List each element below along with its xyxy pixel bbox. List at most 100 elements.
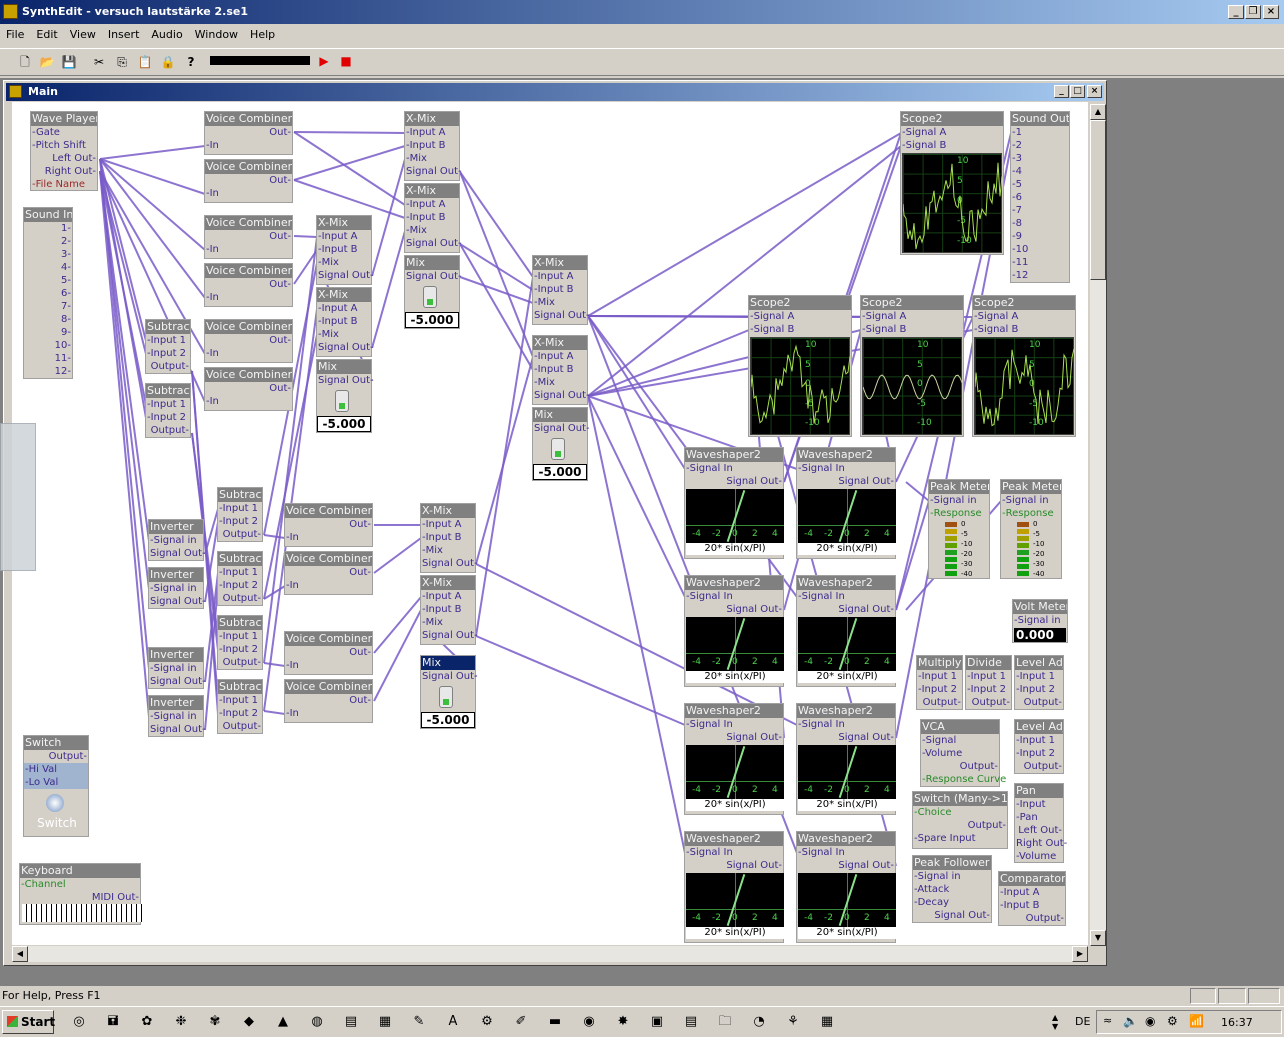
input-pin[interactable]: -Mix xyxy=(422,545,443,556)
waveshaper-formula[interactable]: 20* sin(x/PI) xyxy=(686,927,784,939)
output-pin[interactable]: 6- xyxy=(61,288,71,299)
output-pin[interactable]: 3- xyxy=(61,249,71,260)
output-pin[interactable]: Output- xyxy=(1023,697,1062,708)
input-pin[interactable]: -Input A xyxy=(534,351,574,362)
input-pin[interactable]: -In xyxy=(206,292,219,303)
output-pin[interactable]: Output- xyxy=(48,751,87,762)
input-pin[interactable]: -In xyxy=(206,348,219,359)
input-pin[interactable]: -Signal A xyxy=(750,311,795,322)
output-pin[interactable]: Output- xyxy=(222,657,261,668)
quick-launch-icon[interactable]: ✎ xyxy=(413,1014,425,1029)
patch-wire[interactable] xyxy=(99,158,147,342)
input-pin[interactable]: -3 xyxy=(1012,153,1022,164)
waveshaper-formula[interactable]: 20* sin(x/PI) xyxy=(798,543,896,555)
quick-launch-icon[interactable]: ◔ xyxy=(753,1014,765,1029)
patch-wire[interactable] xyxy=(373,609,422,702)
patch-wire[interactable] xyxy=(587,395,686,854)
patch-wire[interactable] xyxy=(587,145,902,397)
input-pin[interactable]: -Signal xyxy=(922,735,957,746)
output-pin[interactable]: Out- xyxy=(269,383,291,394)
input-pin[interactable]: -Input B xyxy=(1000,900,1040,911)
patch-wire[interactable] xyxy=(99,158,206,251)
output-pin[interactable]: Out- xyxy=(269,231,291,242)
input-pin[interactable]: -Signal In xyxy=(686,847,733,858)
output-pin[interactable]: 8- xyxy=(61,314,71,325)
save-icon[interactable]: 💾 xyxy=(61,55,77,69)
start-button[interactable]: Start xyxy=(2,1010,55,1034)
vertical-scrollbar[interactable]: ▲ ▼ xyxy=(1090,104,1106,946)
output-pin[interactable]: Output- xyxy=(222,593,261,604)
menu-view[interactable]: View xyxy=(69,28,96,41)
signal-icon[interactable]: 📶 xyxy=(1189,1014,1204,1028)
input-pin[interactable]: -Input 1 xyxy=(147,399,187,410)
output-pin[interactable]: Out- xyxy=(269,127,291,138)
menu-audio[interactable]: Audio xyxy=(151,28,183,41)
quick-launch-icon[interactable]: ❉ xyxy=(175,1014,187,1029)
input-pin[interactable]: -Signal B xyxy=(862,324,907,335)
patch-wire[interactable] xyxy=(99,158,206,299)
output-pin[interactable]: Signal Out- xyxy=(726,860,782,871)
output-pin[interactable]: Out- xyxy=(269,175,291,186)
input-pin[interactable]: -In xyxy=(286,580,299,591)
input-pin[interactable]: -Input 2 xyxy=(219,644,259,655)
menu-edit[interactable]: Edit xyxy=(36,28,58,41)
input-pin[interactable]: -4 xyxy=(1012,166,1022,177)
output-pin[interactable]: Output- xyxy=(1023,761,1062,772)
input-pin[interactable]: -Input 2 xyxy=(147,348,187,359)
quick-launch-icon[interactable]: ✿ xyxy=(141,1014,153,1029)
quick-launch-icon[interactable]: ▲ xyxy=(278,1014,288,1029)
output-pin[interactable]: Signal Out- xyxy=(318,375,374,386)
output-pin[interactable]: MIDI Out- xyxy=(91,892,139,903)
input-pin[interactable]: -Input B xyxy=(318,316,358,327)
language-indicator[interactable]: DE xyxy=(1075,1015,1091,1028)
output-pin[interactable]: Signal Out- xyxy=(150,596,206,607)
output-pin[interactable]: Right Out- xyxy=(1016,838,1068,849)
volume-slider[interactable] xyxy=(551,438,565,460)
input-pin[interactable]: -Signal In xyxy=(798,463,845,474)
output-pin[interactable]: Out- xyxy=(349,695,371,706)
output-pin[interactable]: Output- xyxy=(150,361,189,372)
output-pin[interactable]: Signal Out- xyxy=(534,310,590,321)
input-pin[interactable]: -In xyxy=(286,708,299,719)
input-pin[interactable]: -Mix xyxy=(422,617,443,628)
patch-wire[interactable] xyxy=(263,662,286,667)
waveshaper-formula[interactable]: 20* sin(x/PI) xyxy=(798,671,896,683)
input-pin[interactable]: -Signal in xyxy=(930,495,977,506)
input-pin[interactable]: -Signal in xyxy=(150,535,197,546)
output-pin[interactable]: Output- xyxy=(1025,913,1064,924)
quick-launch-icon[interactable]: ✾ xyxy=(209,1014,221,1029)
quick-launch-icon[interactable]: ⚘ xyxy=(787,1014,799,1029)
input-pin[interactable]: -Mix xyxy=(534,297,555,308)
input-pin[interactable]: -Gate xyxy=(32,127,60,138)
mix-value-display[interactable]: -5.000 xyxy=(533,464,587,480)
patch-wire[interactable] xyxy=(475,635,686,726)
input-pin[interactable]: -Signal in xyxy=(1014,615,1061,626)
output-pin[interactable]: Signal Out- xyxy=(406,166,462,177)
input-pin[interactable]: -Volume xyxy=(1016,851,1057,862)
patch-wire[interactable] xyxy=(263,585,286,600)
output-pin[interactable]: 1- xyxy=(61,223,71,234)
quick-launch-icon[interactable]: ◉ xyxy=(583,1014,595,1029)
copy-icon[interactable]: ⎘ xyxy=(117,55,127,69)
piano-keys[interactable] xyxy=(22,904,142,922)
output-pin[interactable]: Signal Out- xyxy=(838,476,894,487)
input-pin[interactable]: -Signal In xyxy=(686,591,733,602)
input-pin[interactable]: -Input xyxy=(1016,799,1046,810)
vertical-scroll-thumb[interactable] xyxy=(1090,120,1106,280)
